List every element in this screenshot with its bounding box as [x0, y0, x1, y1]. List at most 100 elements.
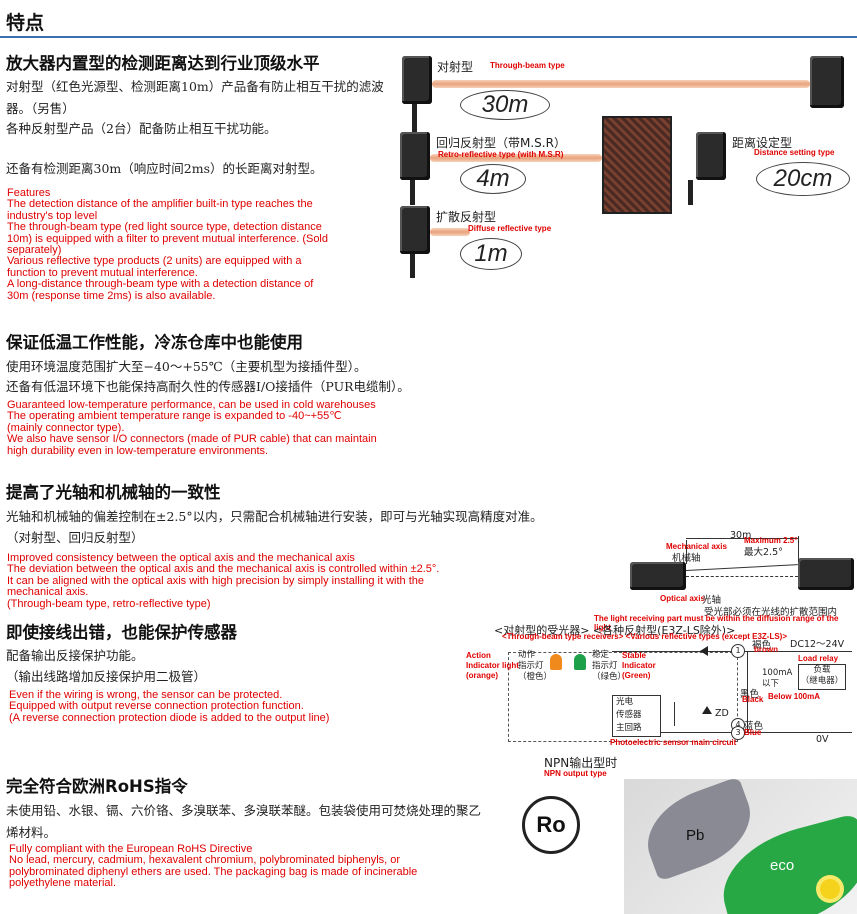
circuit-title-en: <Through-beam type receivers> <Various r… — [502, 632, 788, 641]
mechanical-axis-line — [686, 576, 798, 578]
circuit-diagram: <对射型的受光器> <各种反射型(E3Z-LS除外)> <Through-bea… — [462, 620, 857, 780]
sensor-types-figure: 对射型 Through-beam type 30m 回归反射型（带M.S.R） … — [392, 50, 857, 285]
axis-emitter — [630, 562, 686, 590]
section5-p1: 未使用铅、水银、镉、六价铬、多溴联苯、多溴联苯醚。包装袋使用可焚烧处理的聚乙烯材… — [6, 803, 482, 840]
emitter-cable — [412, 104, 417, 134]
transistor-icon — [674, 702, 675, 726]
receiver-note-en: The light receiving part must be within … — [594, 614, 839, 632]
dim-line-left — [686, 540, 687, 564]
blue-label-en: Blue — [744, 728, 762, 737]
axis-receiver — [798, 558, 854, 590]
current-limit-en: Below 100mA — [768, 692, 821, 701]
retro-distance: 4m — [460, 164, 526, 194]
diffuse-cable — [410, 254, 415, 278]
distance-setting-sensor — [696, 132, 726, 180]
section2-p1: 使用环境温度范围扩大至−40～+55℃（主要机型为接插件型）。 — [6, 359, 367, 374]
dim-line — [686, 538, 798, 539]
through-beam-label: 对射型 — [437, 60, 474, 74]
brown-label-zh: 褐色 — [752, 640, 772, 651]
eco-label: eco — [770, 857, 795, 874]
section1-heading: 放大器内置型的检测距离达到行业顶级水平 — [6, 54, 320, 73]
section4-heading: 即使接线出错，也能保护传感器 — [6, 623, 237, 642]
section2-heading: 保证低温工作性能，冷冻仓库中也能使用 — [6, 333, 303, 352]
action-indicator-en: Action Indicator light (orange) — [466, 651, 519, 680]
pb-label: Pb — [686, 827, 705, 844]
section1-english: Features The detection distance of the a… — [7, 187, 328, 302]
through-beam-distance: 30m — [460, 90, 550, 120]
main-circuit-en: Photoelectric sensor main circuit — [610, 738, 737, 747]
eco-leaf-image: Pb eco — [624, 779, 857, 914]
retro-beam — [430, 154, 602, 162]
through-beam-emitter — [402, 56, 432, 104]
page-title: 特点 — [6, 12, 45, 34]
npn-label-zh: NPN输出型时 — [544, 756, 618, 770]
section4-p1: 配备输出反接保护功能。 — [6, 648, 144, 663]
through-beam-receiver — [810, 56, 844, 108]
axis-max-zh: 最大2.5° — [744, 547, 783, 558]
circuit-dc: DC12～24V — [790, 639, 845, 650]
green-led-icon — [574, 654, 586, 670]
rohs-logo-icon: Ro — [522, 796, 580, 854]
distance-setting-label: 距离设定型 — [732, 136, 793, 150]
black-label-zh: 黑色 — [740, 689, 760, 700]
sensor-enclosure — [508, 652, 738, 742]
orange-led-icon — [550, 654, 562, 670]
section1-p3: 还备有检测距离30m（响应时间2ms）的长距离对射型。 — [6, 161, 323, 176]
zero-volt-label: 0V — [816, 734, 829, 745]
distance-setting-distance: 20cm — [756, 162, 850, 196]
light-beam — [432, 80, 810, 88]
action-indicator-zh: 动作 指示灯 （橙色） — [518, 650, 553, 682]
zd-label: ZD — [715, 708, 729, 719]
dim-line-right — [798, 536, 799, 562]
current-limit-zh: 100mA 以下 — [762, 668, 793, 689]
receiver-note-zh: 受光部必须在光线的扩散范围内 — [704, 607, 838, 618]
node-1: 1 — [731, 644, 745, 658]
load-wire — [747, 651, 748, 733]
section1-p2: 各种反射型产品（2台）配备防止相互干扰功能。 — [6, 121, 277, 136]
reflector-msr — [602, 116, 672, 214]
circuit-title-zh: <对射型的受光器> <各种反射型(E3Z-LS除外)> — [494, 624, 736, 637]
distance-setting-cable — [688, 180, 693, 205]
section4-english: Even if the wiring is wrong, the sensor … — [9, 689, 330, 724]
load-relay-en: Load relay — [798, 654, 839, 663]
section3-heading: 提高了光轴和机械轴的一致性 — [6, 483, 221, 502]
distance-setting-label-en: Distance setting type — [754, 148, 835, 157]
axis-max-en: Maximum 2.5° — [744, 536, 798, 545]
section3-p2: （对射型、回归反射型） — [6, 530, 144, 545]
optical-axis-line — [685, 564, 798, 571]
zener-diode-icon — [702, 706, 712, 714]
reverse-diode-icon — [700, 646, 708, 656]
flower-icon — [820, 879, 840, 899]
npn-label-en: NPN output type — [544, 769, 607, 778]
optical-axis-en: Optical axis — [660, 594, 705, 603]
main-circuit-box: 光电 传感器 主回路 — [612, 695, 661, 737]
node-3: 3 — [731, 726, 745, 740]
mechanical-axis-en: Mechanical axis — [666, 542, 727, 551]
brown-label-en: brown — [754, 645, 778, 654]
retro-label-en: Retro-reflective type (with M.S.R) — [438, 150, 564, 159]
blue-label-zh: 蓝色 — [744, 721, 764, 732]
optical-axis-zh: 光轴 — [702, 595, 722, 606]
section4-p2: （输出线路增加反接保护用二极管） — [6, 669, 207, 684]
axis-alignment-figure: 30m Maximum 2.5° 最大2.5° Mechanical axis … — [628, 530, 857, 625]
mechanical-axis-zh: 机械轴 — [672, 553, 701, 564]
stable-indicator-zh: 稳定 指示灯 （绿色） — [592, 650, 627, 682]
diffuse-label-en: Diffuse reflective type — [468, 224, 552, 233]
section2-p2: 还备有低温环境下也能保持高耐久性的传感器I/O接插件（PUR电缆制）。 — [6, 379, 410, 394]
stable-indicator-en: Stable Indicator (Green) — [622, 651, 656, 680]
retro-cable — [410, 180, 415, 205]
section5-heading: 完全符合欧洲RoHS指令 — [6, 777, 188, 796]
title-rule — [0, 36, 857, 38]
section3-p1: 光轴和机械轴的偏差控制在±2.5°以内，只需配合机械轴进行安装，即可与光轴实现高… — [6, 509, 543, 524]
section2-english: Guaranteed low-temperature performance, … — [7, 399, 377, 457]
black-label-en: Black — [742, 695, 764, 704]
diffuse-sensor — [400, 206, 430, 254]
axis-distance: 30m — [730, 530, 752, 541]
diffuse-beam — [430, 228, 470, 236]
retro-sensor — [400, 132, 430, 180]
retro-label: 回归反射型（带M.S.R） — [436, 136, 566, 150]
section5-english: Fully compliant with the European RoHS D… — [9, 843, 418, 890]
section1-p1: 对射型（红色光源型、检测距离10m）产品备有防止相互干扰的滤波器。（另售） — [6, 79, 384, 116]
diffuse-distance: 1m — [460, 238, 522, 270]
diffuse-label: 扩散反射型 — [436, 210, 497, 224]
